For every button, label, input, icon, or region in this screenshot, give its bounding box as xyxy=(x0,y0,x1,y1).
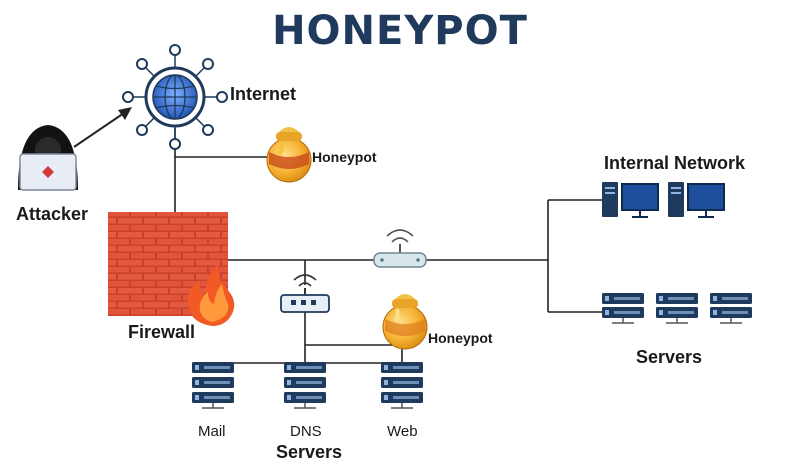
diagram-title: HONEYPOT xyxy=(272,8,528,54)
server-rack-icon-dns xyxy=(284,362,326,408)
wireless-router-icon-dmz xyxy=(280,274,330,313)
honey-pot-icon xyxy=(266,127,312,183)
server-rack-icon-mail xyxy=(192,362,234,408)
server-rack-icon-internal xyxy=(602,293,752,323)
wireless-router-icon xyxy=(373,229,427,268)
server-rack-icon-web xyxy=(381,362,423,408)
servers-dmz-label: Servers xyxy=(276,442,343,462)
internet-label: Internet xyxy=(230,84,297,104)
brick-wall-fire-icon xyxy=(108,212,235,326)
attack-arrow xyxy=(73,107,132,148)
mail-label: Mail xyxy=(198,423,226,440)
honey-pot-icon-dmz xyxy=(382,294,428,350)
desktop-computer-icon xyxy=(602,182,659,218)
hooded-hacker-icon xyxy=(18,125,78,191)
internal-network-label: Internal Network xyxy=(604,153,746,173)
globe-network-icon xyxy=(122,44,228,150)
firewall-label: Firewall xyxy=(128,322,196,342)
attacker-label: Attacker xyxy=(16,204,89,224)
servers-right-label: Servers xyxy=(636,347,703,367)
honeypot-top-label: Honeypot xyxy=(312,149,377,165)
honeypot-dmz-label: Honeypot xyxy=(428,330,493,346)
desktop-computer-icon-2 xyxy=(668,182,725,218)
dns-label: DNS xyxy=(290,423,322,440)
web-label: Web xyxy=(387,423,418,440)
